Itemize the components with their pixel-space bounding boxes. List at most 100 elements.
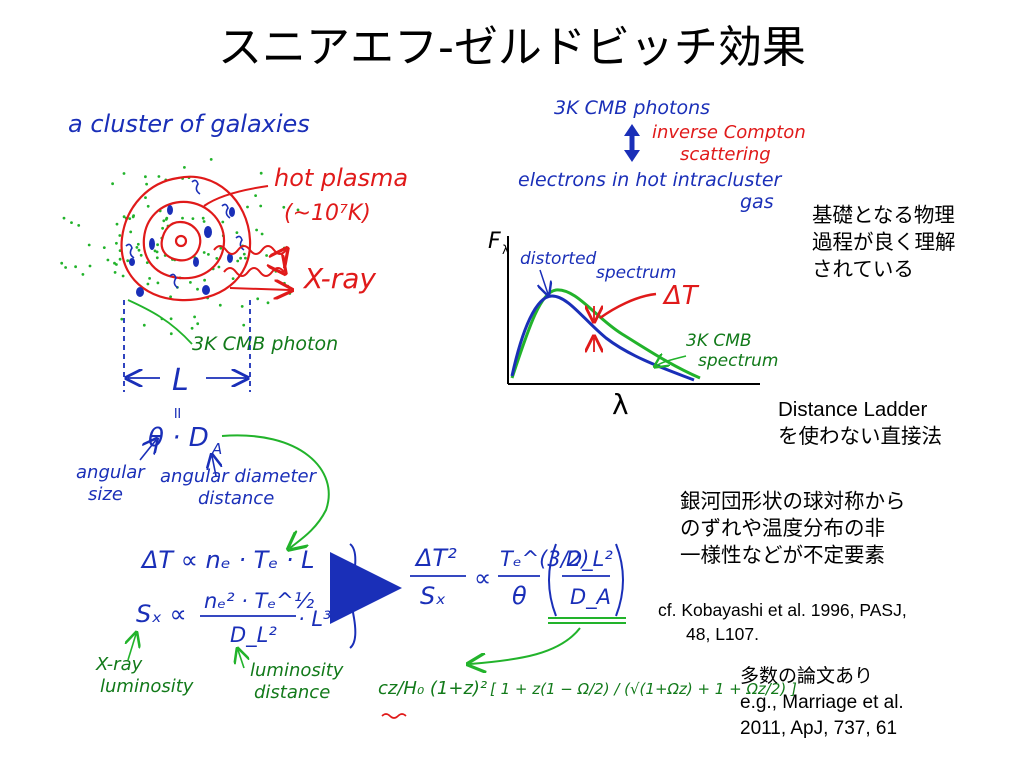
cluster-label: a cluster of galaxies bbox=[68, 110, 310, 138]
galaxy-dot bbox=[118, 257, 122, 261]
galaxy-dot bbox=[254, 194, 257, 198]
distance-formula-prefix: cz/H₀ (1+z)² bbox=[378, 678, 487, 699]
uncertainty-line: 一様性などが不定要素 bbox=[680, 544, 885, 567]
galaxy-dot bbox=[282, 246, 286, 250]
galaxy-dot bbox=[202, 251, 206, 254]
cmb-photon-label: 3K CMB photon bbox=[192, 333, 338, 355]
angular-size-pointer bbox=[139, 440, 156, 461]
dl-green-arrow bbox=[470, 627, 581, 664]
galaxy-dot bbox=[203, 278, 207, 282]
galaxy-dot bbox=[265, 254, 268, 257]
galaxy-markings bbox=[125, 179, 245, 289]
distance-ladder-note: Distance Ladder を使わない直接法 bbox=[778, 396, 942, 450]
galaxy-dot bbox=[162, 219, 166, 223]
galaxy-dot bbox=[190, 326, 194, 330]
result-right-paren bbox=[615, 543, 624, 617]
galaxy-dot bbox=[266, 301, 270, 305]
galaxy-dot bbox=[128, 217, 132, 221]
papers-line: 2011, ApJ, 737, 61 bbox=[740, 718, 898, 739]
galaxy-dot bbox=[255, 228, 258, 232]
galaxy-dot bbox=[74, 265, 77, 269]
galaxy-dot bbox=[62, 216, 66, 220]
galaxy-dot bbox=[142, 323, 146, 327]
result-paren-numerator: D_L² bbox=[566, 547, 613, 572]
physics-note-line: 過程が良く理解 bbox=[812, 231, 956, 254]
galaxy-dot bbox=[169, 295, 173, 299]
galaxy-dot bbox=[286, 284, 290, 288]
papers-line: 多数の論文あり bbox=[740, 666, 874, 687]
physics-note-line: 基礎となる物理 bbox=[812, 204, 955, 227]
galaxy-dot bbox=[218, 303, 222, 307]
equals-sign: ॥ bbox=[172, 403, 182, 422]
xray-label: X-ray bbox=[302, 262, 376, 295]
cmb-spectrum-label: 3K CMB spectrum bbox=[686, 331, 778, 371]
galaxy-dot bbox=[231, 277, 235, 280]
galaxy-dot bbox=[259, 204, 263, 208]
galaxy-dot bbox=[115, 241, 118, 245]
double-arrow bbox=[624, 124, 640, 162]
galaxy-dot bbox=[242, 323, 246, 327]
galaxy-dot bbox=[155, 250, 159, 254]
result-mid-denominator: θ bbox=[512, 582, 527, 610]
galaxy-dot bbox=[215, 257, 219, 260]
galaxy-dot bbox=[126, 259, 130, 263]
galaxy-dot bbox=[135, 246, 139, 249]
galaxy-dot bbox=[87, 243, 91, 247]
distance-formula-body: [ 1 + z(1 − Ω/2) / (√(1+Ωz) + 1 + Ωz/2) … bbox=[490, 680, 797, 698]
galaxy-dot bbox=[64, 266, 67, 269]
galaxy-dot bbox=[240, 305, 244, 308]
galaxy-dot bbox=[60, 261, 64, 265]
galaxy-dot bbox=[181, 216, 184, 220]
papers-line: e.g., Marriage et al. bbox=[740, 692, 904, 713]
x-axis-label: λ bbox=[612, 388, 629, 421]
galaxy-dot bbox=[235, 231, 239, 235]
galaxy-dot bbox=[122, 172, 126, 175]
delta-t-line bbox=[599, 292, 657, 320]
papers-note: 多数の論文あり e.g., Marriage et al. 2011, ApJ,… bbox=[740, 664, 904, 742]
result-lhs-denominator: Sₓ bbox=[420, 582, 446, 610]
physics-note-line: されている bbox=[812, 258, 914, 281]
result-left-paren bbox=[548, 543, 557, 617]
galaxy-dot bbox=[201, 216, 205, 220]
result-lhs-numerator: ΔT² bbox=[414, 544, 457, 572]
galaxy-dot bbox=[169, 317, 173, 321]
galaxy-dot bbox=[161, 226, 165, 230]
spectrum-axes bbox=[507, 236, 760, 385]
galaxy-dot bbox=[244, 256, 247, 260]
system-brace bbox=[349, 543, 363, 649]
luminosity-distance-pointer bbox=[238, 650, 244, 669]
galaxy-dot bbox=[256, 297, 260, 301]
galaxy-dot bbox=[146, 204, 150, 208]
galaxy-dot bbox=[106, 258, 110, 262]
distorted-pointer bbox=[540, 269, 548, 294]
length-marker bbox=[123, 300, 251, 392]
xray-luminosity-pointer bbox=[128, 634, 136, 661]
galaxy-dot bbox=[282, 205, 286, 209]
slide-title: スニアエフ-ゼルドビッチ効果 bbox=[218, 22, 806, 73]
angular-diameter-pointer bbox=[212, 456, 216, 477]
hot-plasma-label: hot plasma bbox=[274, 164, 408, 192]
galaxy-dot bbox=[246, 205, 249, 209]
inverse-compton-label: inverse Compton scattering bbox=[652, 122, 811, 165]
galaxy-dot bbox=[121, 274, 125, 278]
angular-size-label: angular size bbox=[76, 462, 150, 505]
galaxy-dot bbox=[88, 264, 92, 268]
electrons-label: electrons in hot intracluster gas bbox=[518, 169, 787, 213]
cmb-photons-label: 3K CMB photons bbox=[554, 97, 710, 119]
temperature-label: (~10⁷K) bbox=[284, 201, 371, 226]
hot-plasma-pointer bbox=[203, 185, 269, 207]
galaxy-dot bbox=[209, 158, 213, 161]
theta-equation-subscript: A bbox=[211, 440, 222, 458]
distance-ladder-line: を使わない直接法 bbox=[778, 425, 942, 448]
galaxy-dot bbox=[236, 259, 240, 263]
result-proportional: ∝ bbox=[474, 564, 491, 592]
galaxy-dot bbox=[102, 246, 106, 250]
galaxy-dot bbox=[156, 243, 160, 247]
galaxy-dot bbox=[145, 261, 149, 264]
galaxy-dot bbox=[120, 317, 124, 321]
reference-line: 48, L107. bbox=[686, 624, 759, 644]
galaxy-dot bbox=[288, 292, 292, 295]
uncertainty-line: のずれや温度分布の非 bbox=[680, 517, 885, 540]
galaxy-dot bbox=[207, 253, 210, 256]
